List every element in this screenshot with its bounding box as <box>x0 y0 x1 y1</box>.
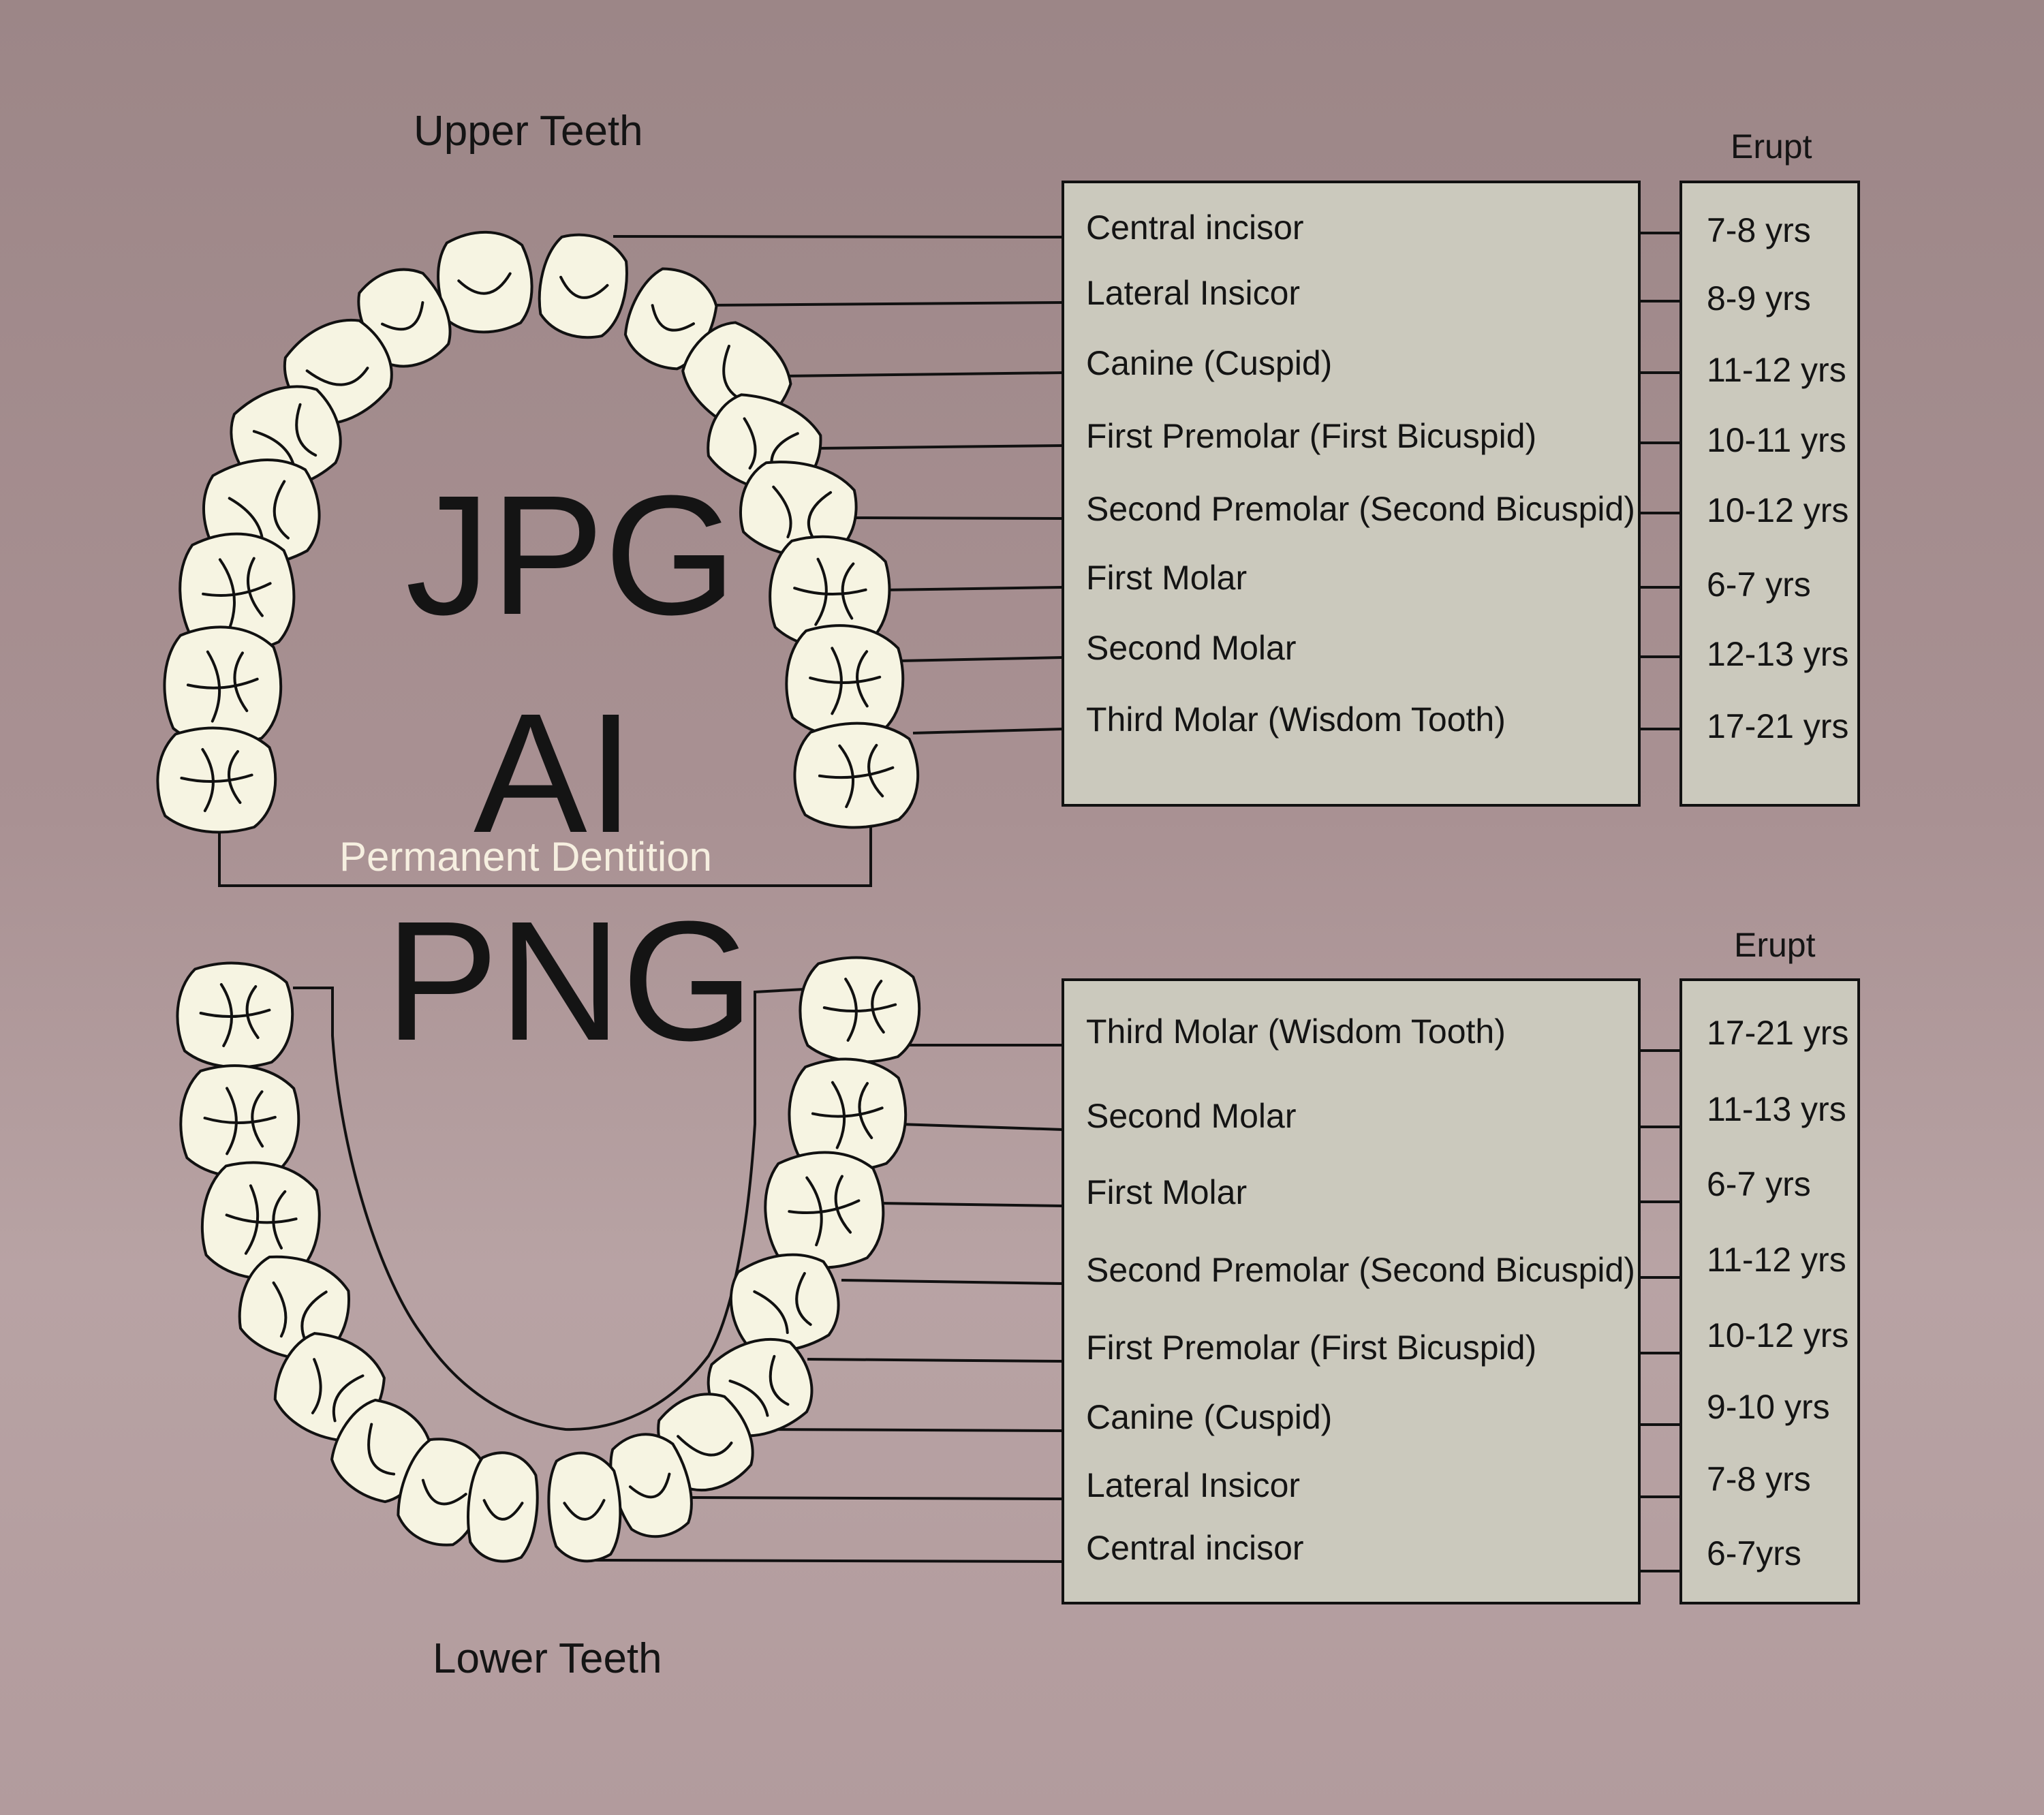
upper-first-molar-left <box>179 532 296 653</box>
lower-tooth-name: Canine (Cuspid) <box>1086 1398 1333 1436</box>
lower-tooth-erupt-age: 6-7 yrs <box>1707 1165 1811 1203</box>
upper-central-incisor-right <box>538 233 628 339</box>
upper-names-box <box>1062 181 1641 807</box>
upper-teeth-title: Upper Teeth <box>414 108 643 155</box>
upper-tooth-name: Second Premolar (Second Bicuspid) <box>1086 490 1635 528</box>
lower-leader-line <box>878 1202 1064 1207</box>
upper-tooth-erupt-age: 10-11 yrs <box>1707 421 1846 459</box>
upper-tooth-erupt-age: 10-12 yrs <box>1707 491 1849 529</box>
upper-leader-line <box>817 444 1064 450</box>
lower-leader-line <box>766 1428 1064 1432</box>
upper-tooth-name: First Molar <box>1086 559 1248 597</box>
lower-names-box <box>1062 978 1641 1604</box>
lower-tooth-erupt-age: 11-12 yrs <box>1707 1241 1846 1279</box>
lower-central-incisor-right <box>547 1451 622 1563</box>
lower-leader-line <box>899 1123 1064 1131</box>
lower-leader-line <box>841 1279 1064 1285</box>
upper-second-molar-right <box>785 624 905 739</box>
upper-second-molar-left <box>163 625 283 747</box>
lower-tooth-erupt-age: 9-10 yrs <box>1707 1388 1830 1426</box>
watermark-ai: AI <box>474 678 635 868</box>
lower-tooth-name: Third Molar (Wisdom Tooth) <box>1086 1012 1506 1051</box>
lower-leader-line <box>592 1559 1064 1563</box>
lower-second-premolar-right <box>729 1253 840 1353</box>
upper-third-molar-left <box>156 726 277 834</box>
upper-leader-line <box>899 656 1064 662</box>
upper-leader-line <box>708 301 1064 307</box>
lower-tooth-name: Second Molar <box>1086 1097 1297 1135</box>
upper-tooth-name: Canine (Cuspid) <box>1086 344 1333 382</box>
upper-leader-line <box>912 728 1064 734</box>
upper-leader-line <box>613 235 1064 238</box>
upper-leader-line <box>882 586 1064 591</box>
lower-third-molar-left <box>176 961 294 1069</box>
lower-third-molar-right <box>799 956 921 1064</box>
lower-tooth-name: Second Premolar (Second Bicuspid) <box>1086 1251 1635 1289</box>
upper-third-molar-right <box>793 722 920 829</box>
upper-first-molar-right <box>769 535 891 650</box>
upper-ages-box <box>1679 181 1860 807</box>
lower-second-molar-left <box>179 1064 300 1179</box>
lower-tooth-erupt-age: 6-7yrs <box>1707 1534 1801 1572</box>
lower-tooth-name: First Premolar (First Bicuspid) <box>1086 1329 1537 1367</box>
upper-erupt-label: Erupt <box>1731 127 1812 166</box>
upper-tooth-erupt-age: 11-12 yrs <box>1707 351 1846 389</box>
lower-first-molar-right <box>764 1151 885 1269</box>
upper-tooth-name: Lateral Insicor <box>1086 274 1301 312</box>
upper-tooth-erupt-age: 8-9 yrs <box>1707 279 1811 317</box>
lower-central-incisor-left <box>467 1451 539 1563</box>
lower-leader-line <box>687 1496 1064 1500</box>
lower-tooth-erupt-age: 10-12 yrs <box>1707 1316 1849 1354</box>
upper-tooth-erupt-age: 7-8 yrs <box>1707 211 1811 249</box>
upper-tooth-name: Third Molar (Wisdom Tooth) <box>1086 700 1506 739</box>
upper-tooth-name: Central incisor <box>1086 208 1304 247</box>
palate-outline <box>218 818 872 887</box>
lower-tooth-name: Central incisor <box>1086 1529 1304 1567</box>
watermark-png: PNG <box>385 886 754 1076</box>
lower-tooth-erupt-age: 7-8 yrs <box>1707 1460 1811 1498</box>
upper-tooth-name: Second Molar <box>1086 629 1297 667</box>
lower-erupt-label: Erupt <box>1734 926 1816 964</box>
lower-ages-box <box>1679 978 1860 1604</box>
lower-tooth-name: Lateral Insicor <box>1086 1466 1301 1504</box>
upper-leader-line <box>783 371 1064 377</box>
lower-teeth-title: Lower Teeth <box>433 1635 662 1682</box>
lower-second-molar-right <box>788 1057 908 1172</box>
lower-tooth-erupt-age: 17-21 yrs <box>1707 1014 1849 1052</box>
upper-tooth-name: First Premolar (First Bicuspid) <box>1086 417 1537 455</box>
upper-second-premolar-right <box>739 461 858 559</box>
lower-lateral-incisor-left <box>397 1438 489 1547</box>
lower-tooth-name: First Molar <box>1086 1173 1248 1211</box>
upper-lateral-incisor-right <box>623 267 718 371</box>
permanent-dentition-label: Permanent Dentition <box>339 834 712 880</box>
watermark-jpg: JPG <box>405 460 737 650</box>
lower-leader-line <box>807 1358 1064 1363</box>
upper-tooth-erupt-age: 17-21 yrs <box>1707 707 1849 745</box>
lower-tooth-erupt-age: 11-13 yrs <box>1707 1090 1846 1128</box>
upper-tooth-erupt-age: 6-7 yrs <box>1707 565 1811 604</box>
upper-tooth-erupt-age: 12-13 yrs <box>1707 635 1849 673</box>
